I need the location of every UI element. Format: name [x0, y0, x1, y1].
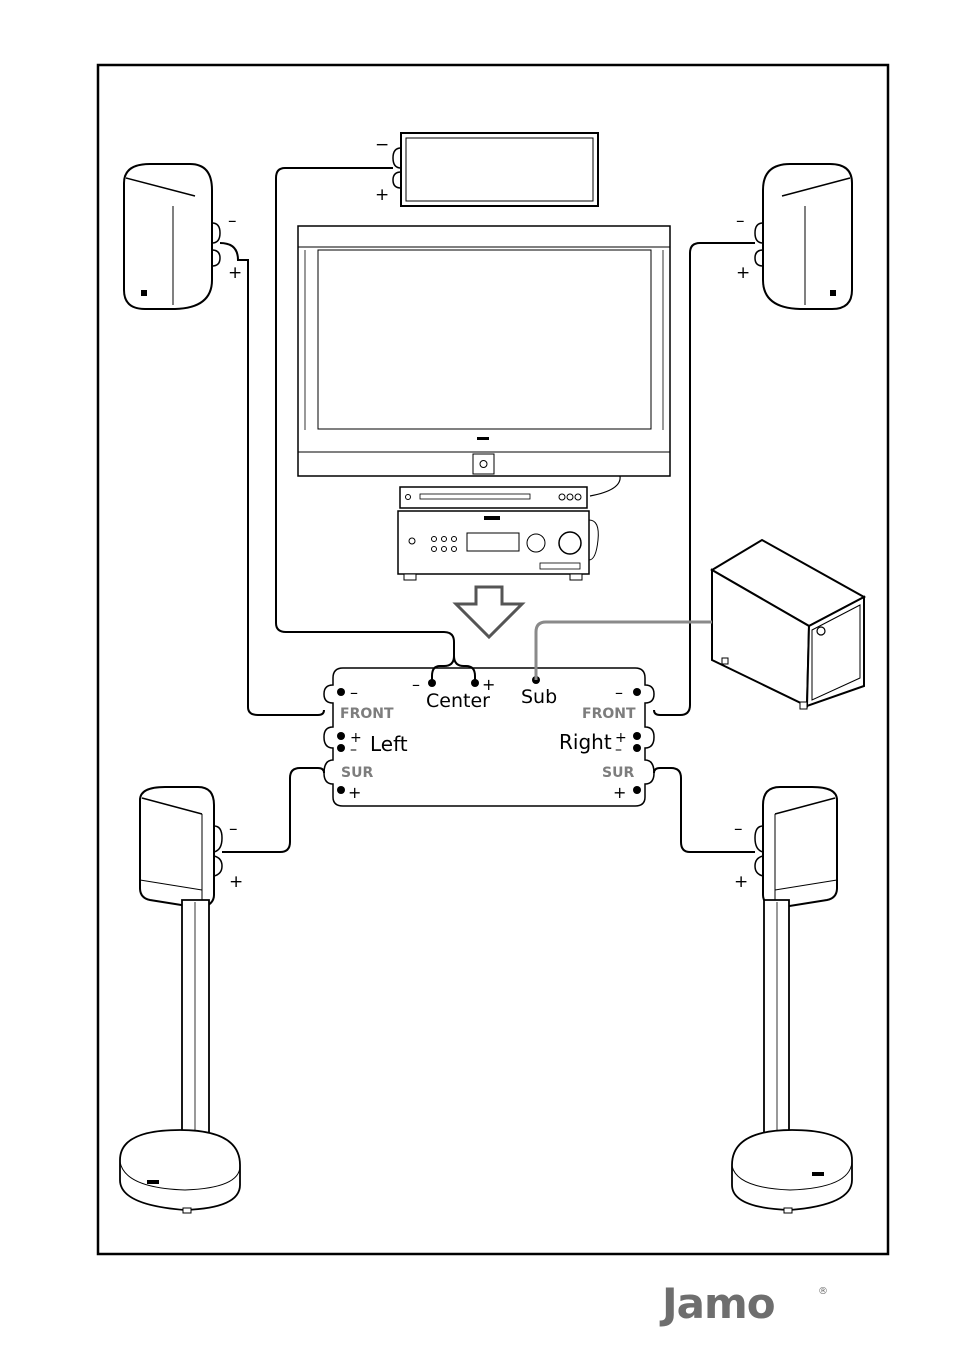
- sur-right-plus: +: [613, 783, 626, 802]
- television: [298, 226, 670, 496]
- front-left-label: FRONT: [340, 706, 394, 722]
- center-speaker-minus-label: −: [375, 135, 389, 155]
- sur-left-plus: +: [348, 783, 361, 802]
- surround-right-speaker-plus-label: +: [734, 872, 748, 892]
- center-speaker: [393, 133, 598, 206]
- center-label: Center: [426, 690, 490, 712]
- surround-right-stand: [732, 900, 852, 1213]
- down-arrow-icon: [456, 587, 522, 637]
- front-right-speaker-minus-label: –: [736, 211, 745, 231]
- dvd-player: [400, 487, 587, 508]
- right-label: Right: [559, 730, 612, 754]
- sur-right-label: SUR: [602, 765, 634, 781]
- sur-left-label: SUR: [341, 765, 373, 781]
- left-label: Left: [370, 732, 408, 756]
- surround-left-speaker: [140, 787, 222, 908]
- surround-right-speaker: [755, 787, 837, 908]
- front-right-speaker: [755, 164, 852, 309]
- wire-surround-left: [222, 768, 324, 852]
- front-right-speaker-plus-label: +: [736, 263, 750, 283]
- front-left-speaker: [124, 164, 220, 309]
- subwoofer: [712, 540, 864, 709]
- sur-right-minus: –: [615, 742, 622, 758]
- wire-surround-right: [654, 768, 755, 852]
- center-minus: –: [412, 675, 420, 694]
- sub-label: Sub: [521, 686, 557, 708]
- front-left-minus: –: [350, 683, 358, 702]
- surround-right-speaker-minus-label: –: [734, 819, 743, 839]
- front-left-speaker-plus-label: +: [228, 263, 242, 283]
- surround-left-speaker-plus-label: +: [229, 872, 243, 892]
- av-receiver: [398, 511, 598, 580]
- jamo-logo: Jamo ®: [659, 1279, 828, 1328]
- front-left-speaker-minus-label: –: [228, 211, 237, 231]
- center-speaker-plus-label: +: [375, 185, 389, 205]
- front-right-minus: –: [615, 683, 623, 702]
- sur-left-minus: –: [350, 742, 357, 758]
- surround-left-stand: [120, 900, 240, 1213]
- jamo-logo-mark: ®: [818, 1286, 828, 1297]
- front-right-label: FRONT: [582, 706, 636, 722]
- surround-left-speaker-minus-label: –: [229, 819, 238, 839]
- jamo-logo-text: Jamo: [659, 1279, 775, 1328]
